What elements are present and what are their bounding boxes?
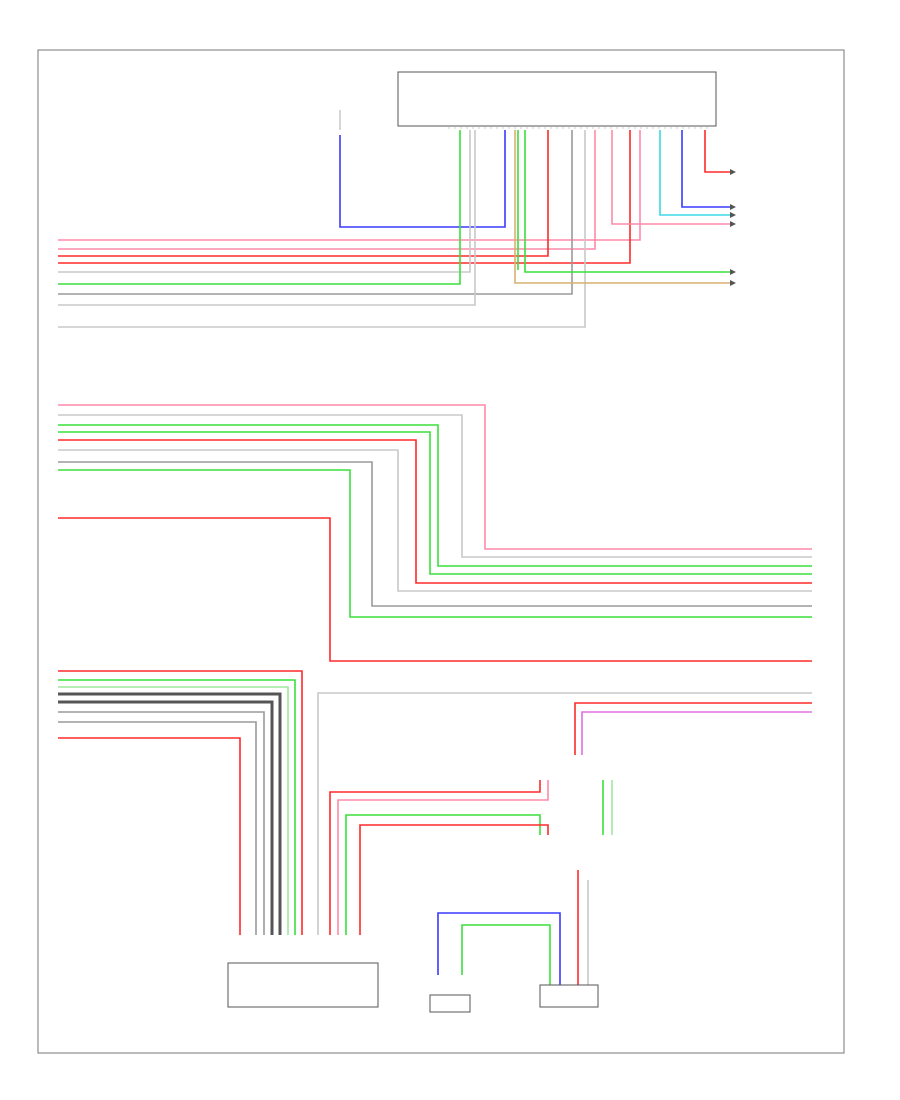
middle-wires (58, 404, 812, 662)
wire-low-8 (58, 737, 241, 935)
wire-bus-9 (58, 130, 586, 328)
wire-low-6 (58, 711, 265, 935)
wire-mid-6 (58, 449, 812, 592)
arrow-top-2a (730, 204, 736, 210)
wire-low-return (317, 692, 812, 935)
wire-conn-b-2 (359, 824, 549, 935)
wire-right-red (574, 702, 812, 755)
wire-right-violet (581, 711, 812, 755)
sensor-right-box (539, 984, 599, 1008)
wire-out-cyan (659, 130, 730, 216)
arrow-top-3a (730, 269, 736, 275)
wire-low-7 (58, 721, 257, 935)
arrow-top-1 (730, 169, 736, 175)
wire-low-4 (58, 692, 282, 935)
lower-module-box (227, 962, 379, 1008)
wire-mid-2 (58, 414, 812, 558)
wire-sensor-green (461, 924, 551, 985)
wire-low-3 (58, 686, 289, 935)
arrow-top-2c (730, 221, 736, 227)
top-module (397, 71, 717, 129)
wire-mid-5 (58, 439, 812, 584)
sensor-left (429, 994, 471, 1013)
wire-out-green (524, 130, 730, 273)
wire-mid-1 (58, 404, 812, 550)
wire-bus-5 (58, 130, 471, 273)
wire-mid-9 (58, 517, 812, 662)
wire-mid-3 (58, 424, 812, 567)
wire-conn-b-1 (345, 814, 541, 935)
wire-out-blue (681, 130, 730, 208)
wire-low-2 (58, 679, 296, 935)
wire-mid-7 (58, 461, 812, 607)
wire-mid-8 (58, 469, 812, 618)
wire-mid-4 (58, 431, 812, 575)
wire-sensor-blue (437, 912, 561, 985)
wire-bus-2 (58, 130, 596, 250)
arrow-top-2b (730, 212, 736, 218)
wire-bus-6 (58, 130, 461, 285)
wire-out-tan (514, 130, 730, 284)
sensor-right (539, 984, 599, 1008)
wire-out-pink (611, 130, 730, 225)
wire-bus-8 (58, 130, 476, 306)
wire-low-1 (58, 670, 303, 935)
diagram-frame (37, 49, 845, 1054)
wire-bus-3 (58, 130, 549, 257)
wire-blue-sensor (339, 130, 506, 228)
wire-bus-1 (58, 130, 641, 241)
top-wires (58, 130, 736, 328)
wire-conn-a-2 (337, 780, 549, 935)
sensor-left-box (429, 994, 471, 1013)
top-module-box (397, 71, 717, 127)
wire-conn-a-1 (329, 780, 541, 935)
wire-bus-4 (58, 130, 631, 264)
wire-bus-7 (58, 130, 573, 295)
wire-out-red (704, 130, 730, 173)
wire-low-5 (58, 700, 274, 935)
lower-module (227, 962, 379, 1008)
lower-wires (58, 670, 812, 985)
arrow-top-3b (730, 280, 736, 286)
